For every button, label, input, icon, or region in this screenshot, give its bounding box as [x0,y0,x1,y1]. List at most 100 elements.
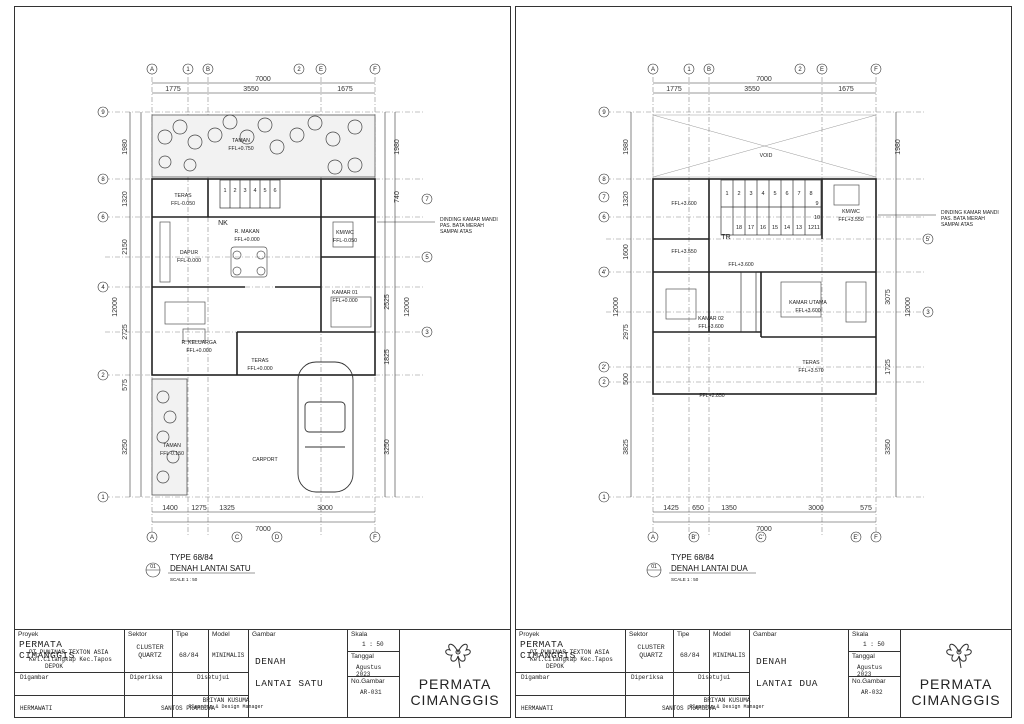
model-label: Model [212,631,230,638]
dimension-bottom: 1325 [219,505,235,512]
stair-step-number: 1 [725,191,728,197]
room-level: FFL+0.000 [247,366,272,372]
stair-step-number: 3 [749,191,752,197]
dimension-bottom: 3000 [317,505,333,512]
room-label: KM/WC [336,230,354,236]
stair-step-number: 1 [223,188,226,194]
note-line: PAS. BATA MERAH [941,216,985,222]
dimension-left: 3825 [623,439,630,455]
sector-value: CLUSTER QUARTZ [136,644,164,659]
room-label: CARPORT [252,457,278,463]
model-value: MINIMALIS [212,652,245,659]
drawing-title-line-2: LANTAI DUA [756,678,819,689]
room-label: KM/WC [842,209,860,215]
dimension-right: 1825 [384,349,391,365]
stair-step-number: 10 [814,215,820,221]
drawing-cell: Gambar DENAH LANTAI SATU [249,630,348,717]
scale-label: Skala [351,631,368,638]
approved-by-name: BRIYAN KUSUMA [202,697,250,704]
stair-step-number: 7 [797,191,800,197]
project-name: PERMATA CIMANGGIS [520,639,576,661]
grid-bubble: A [150,67,154,73]
grid-bubble: B [206,67,210,73]
room-label: R. KELUARGA [182,340,217,346]
row-bubble: 6 [101,215,105,221]
sector-value: CLUSTER QUARTZ [637,644,665,659]
row-bubble: 9 [101,110,105,116]
row-bubble: 2 [602,380,606,386]
grid-bubble: B' [691,535,696,541]
dimension-left: 1320 [122,191,129,207]
room-level: FFL-0.050 [333,238,357,244]
logo-line-1: PERMATA [919,676,993,692]
room-label: DAPUR [180,250,198,256]
title-block: Proyek PERMATA CIMANGGIS PT.PUNINAR TEXT… [15,629,510,717]
grid-bubble: E' [853,535,858,541]
company-name: PT.PUNINAR TEXTON ASIA [530,649,610,656]
scale-cell: Skala 1 : 50 Tanggal Agustus 2023 No.Gam… [849,630,901,717]
room-level: FFL-0.000 [177,258,201,264]
drawing-label: Gambar [753,631,777,638]
company-city: DEPOK [546,663,565,670]
note-line: DINDING KAMAR MANDI [440,217,498,223]
model-cell: Model MINIMALIS Disetujui BRIYAN KUSUMA … [689,630,765,717]
drawing-sheet-upper-floor: 1 2 3 4 5 6 7 8 9 10 11 12 13 14 15 16 1… [515,6,1012,718]
dimension-left: 2725 [122,324,129,340]
row-bubble: 5' [926,237,930,243]
dimension-right: 740 [394,191,401,203]
stair-step-number: 6 [273,188,276,194]
row-bubble: 1 [602,495,606,501]
project-cell: Proyek PERMATA CIMANGGIS PT.PUNINAR TEXT… [516,630,626,717]
grid-bubble: A [651,535,655,541]
row-bubble: 9 [602,110,606,116]
room-level: FFL+3.550 [671,249,696,255]
checked-by-label: Diperiksa [130,674,163,681]
stair-step-number: 2 [737,191,740,197]
floor-plan-ground: TAMAN FFL+0.750 TERAS FFL-0.050 DAPUR FF… [97,63,498,582]
logo-line-2: CIMANGGIS [911,692,1001,708]
model-value: MINIMALIS [713,652,746,659]
dimension-total-bottom: 7000 [756,526,772,533]
stair-step-number: 14 [784,225,790,231]
dimension-top: 3550 [243,86,259,93]
dimension-bottom: 650 [692,505,704,512]
row-bubble: 4' [602,270,606,276]
stair-step-number: 11 [814,225,820,231]
room-level: FFL+3.600 [698,324,723,330]
stair-step-number: 18 [736,225,742,231]
floor-plan-upper: 1 2 3 4 5 6 7 8 9 10 11 12 13 14 15 16 1… [598,63,999,582]
date-label: Tanggal [351,653,374,660]
room-level: FFL+3.600 [671,201,696,207]
sheet-number-value: AR-032 [861,689,883,696]
stair-label: TR [721,234,730,241]
sheet-number-label: No.Gambar [852,678,886,685]
approved-by-role: Planning & Design Manager [188,704,264,710]
dimension-left: 1980 [623,139,630,155]
stair-step-number: 16 [760,225,766,231]
room-label: TAMAN [163,443,181,449]
dimension-bottom: 3000 [808,505,824,512]
section-marker: 2 [798,67,802,73]
date-value: Agustus 2023 [356,664,382,678]
approved-by-name: BRIYAN KUSUMA [703,697,751,704]
title-block: Proyek PERMATA CIMANGGIS PT.PUNINAR TEXT… [516,629,1011,717]
row-bubble: 3 [926,310,930,316]
plan-type: TYPE 68/84 [671,553,715,562]
sector-cell: Sektor CLUSTER QUARTZ Diperiksa [125,630,173,717]
logo-line-1: PERMATA [418,676,492,692]
room-label: KAMAR 01 [332,290,358,296]
row-bubble: 5 [425,255,429,261]
dimension-total-bottom: 7000 [255,526,271,533]
dimension-right: 2525 [384,294,391,310]
section-marker: 1 [186,67,190,73]
drawing-sheet-ground-floor: TAMAN FFL+0.750 TERAS FFL-0.050 DAPUR FF… [14,6,511,718]
company-name: PT.PUNINAR TEXTON ASIA [29,649,109,656]
drawing-cell: Gambar DENAH LANTAI DUA [750,630,849,717]
flower-logo-icon [946,643,972,669]
drawn-by-name: HERMAWATI [20,705,53,712]
dimension-right: 3350 [885,439,892,455]
type-value: 68/84 [680,652,700,659]
company-address: Kel.Cilangkap Kec.Tapos [29,656,112,663]
section-marker: 1 [687,67,691,73]
grid-bubble: F [874,67,878,73]
